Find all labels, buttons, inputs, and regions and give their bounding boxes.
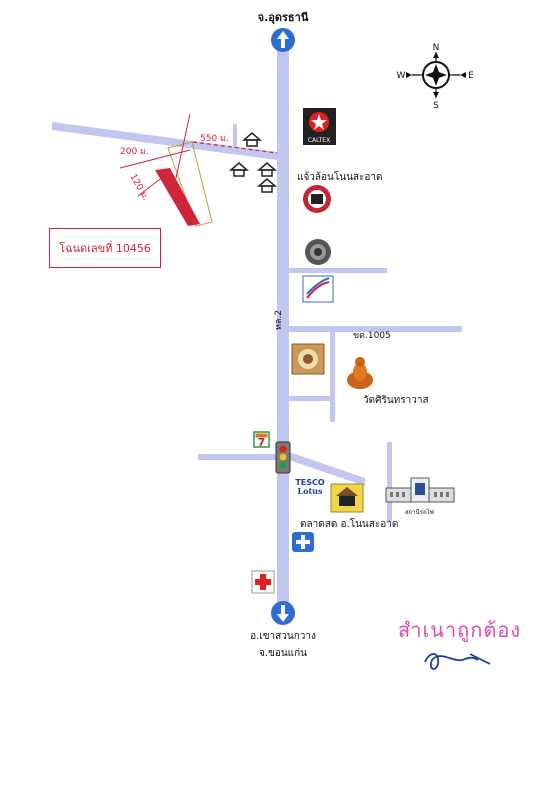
tesco-lotus-logo: TESCO Lotus: [295, 478, 325, 496]
caltex-text: CALTEX: [308, 137, 330, 144]
compass-s: S: [433, 101, 439, 111]
flag-logo-icon: [302, 275, 334, 303]
dim-550: [192, 141, 278, 154]
label-550: 550 ม.: [200, 134, 229, 144]
dim-200: [119, 149, 191, 169]
deed-label: โฉนดเลขที่ 10456: [59, 242, 151, 255]
seven-digit: 7: [258, 436, 266, 449]
label-120: 120 ม.: [127, 173, 150, 203]
traffic-light-icon: [275, 441, 291, 474]
health-center-icon: [292, 532, 314, 552]
compass-icon: [406, 52, 466, 98]
land-plot: [119, 113, 278, 227]
label-market: ตลาดสด อ.โนนสะอาด: [300, 517, 398, 530]
market-icon: [330, 483, 364, 513]
emblem-icon: [305, 239, 331, 265]
road-stub: [233, 124, 237, 150]
roads: [52, 50, 462, 615]
label-station: สถานีรถไฟ: [405, 508, 434, 516]
hospital-cross-icon: [251, 570, 275, 594]
lotus-text: Lotus: [298, 486, 323, 496]
houses: [229, 132, 277, 193]
road-station: [387, 442, 392, 522]
certified-copy-stamp: สำเนาถูกต้อง: [398, 618, 522, 642]
signature-mark: [424, 653, 491, 670]
label-jae-shop: แจ้วล้อนโนนสะอาด: [297, 170, 383, 183]
label-south-province: จ.ขอนแก่น: [259, 648, 307, 659]
train-station-icon: [385, 477, 455, 503]
label-rural-road: ขด.1005: [353, 331, 391, 341]
house-icon: [257, 162, 277, 177]
seven-eleven-icon: 7: [253, 431, 270, 449]
label-highway: ทล.2: [274, 310, 284, 330]
compass-n: N: [433, 43, 440, 53]
road-side-1: [289, 268, 387, 273]
label-south-district: อ.เขาสวนกวาง: [250, 631, 316, 642]
house-icon: [257, 178, 277, 193]
road-west: [198, 454, 277, 460]
dim-tick: [175, 113, 191, 179]
institution-emblem-icon: [291, 343, 325, 375]
plot-highlight: [155, 168, 200, 226]
deed-box: โฉนดเลขที่ 10456: [49, 228, 161, 268]
caltex-icon: CALTEX: [303, 108, 336, 145]
tesco-text: TESCO: [295, 478, 325, 487]
arrow-north-icon: [271, 28, 295, 52]
label-200: 200 ม.: [120, 147, 149, 157]
arrow-south-icon: [271, 601, 295, 625]
shop-icon: [303, 185, 331, 213]
compass-e: E: [468, 71, 474, 81]
house-icon: [242, 132, 262, 147]
compass-w: W: [397, 71, 406, 81]
house-icon: [229, 162, 249, 177]
highway-2: [277, 50, 289, 615]
road-temple: [330, 332, 335, 422]
road-1005: [289, 326, 462, 332]
road-side-2: [289, 396, 334, 401]
buddha-icon: [347, 357, 373, 389]
road-to-market: [289, 452, 365, 486]
road-northwest: [52, 122, 277, 160]
dim-120: [137, 175, 165, 197]
label-temple: วัดศิรินทราวาส: [363, 395, 429, 406]
label-north-city: จ.อุดรธานี: [258, 11, 309, 25]
